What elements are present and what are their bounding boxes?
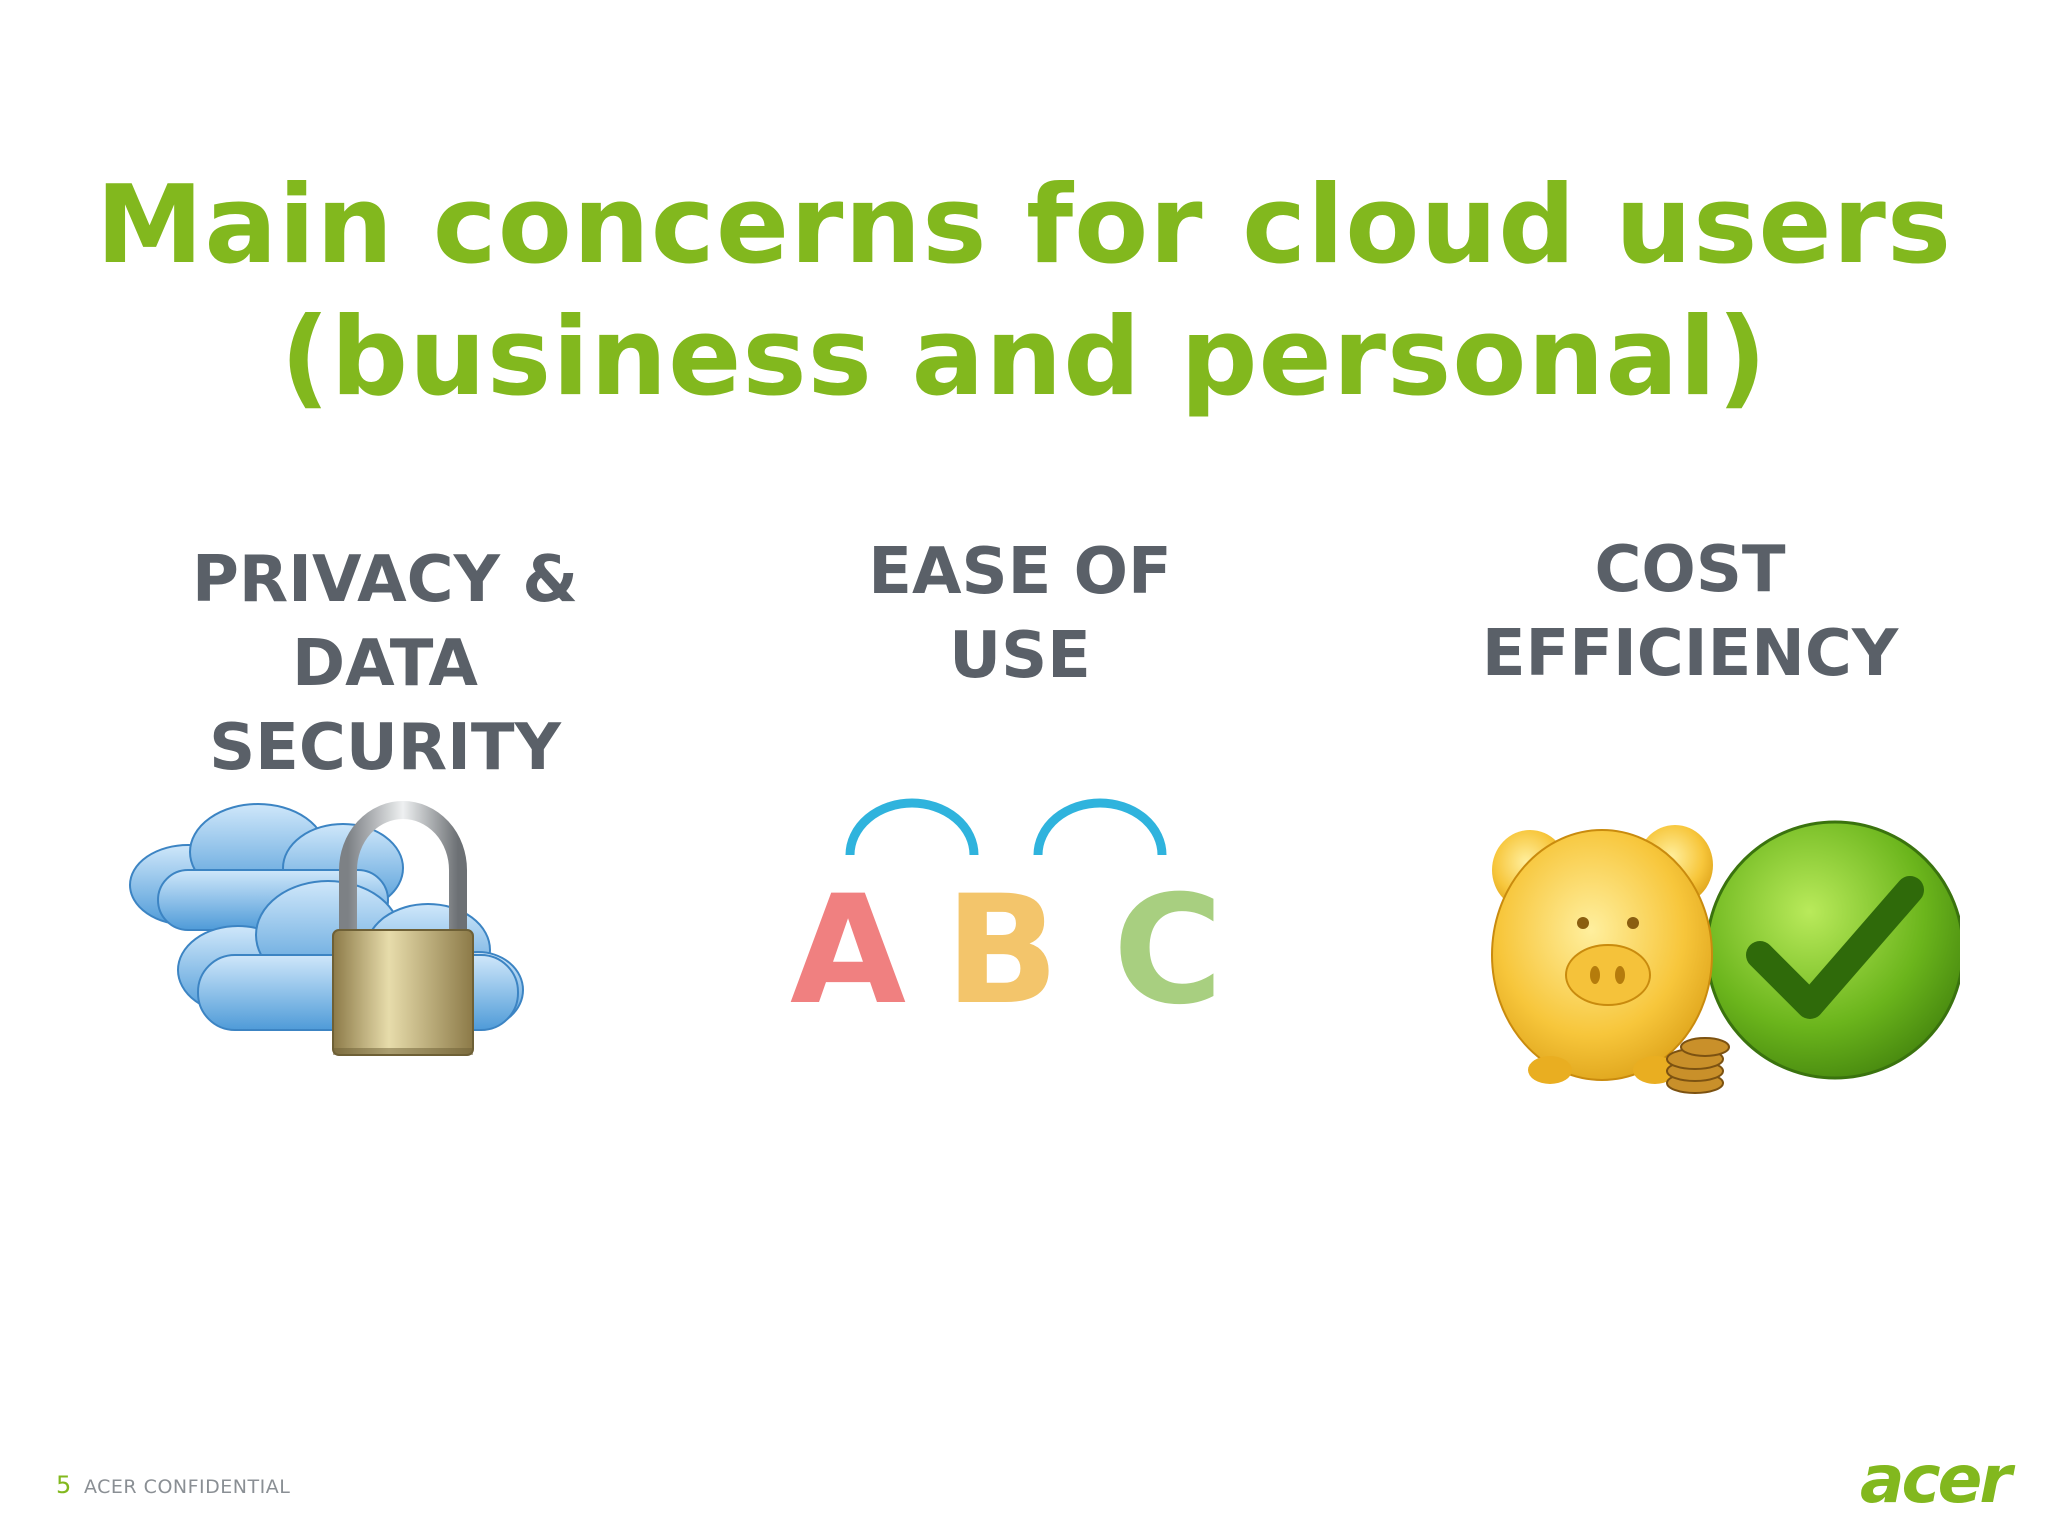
concern-cost-heading: COST EFFICIENCY	[1400, 528, 1980, 696]
concern-privacy-line-1: PRIVACY &	[191, 543, 579, 617]
title-line-2: (business and personal)	[280, 295, 1768, 420]
footer-page-number: 5	[56, 1471, 72, 1499]
letter-b: B	[945, 864, 1059, 1020]
letter-c: C	[1113, 864, 1223, 1020]
cloud-padlock-icon	[129, 801, 524, 1056]
concern-privacy-line-2: DATA SECURITY	[209, 627, 561, 785]
slide-title: Main concerns for cloud users (business …	[0, 160, 2048, 424]
concern-ease-line-1: EASE OF USE	[868, 535, 1172, 693]
concern-ease-heading: EASE OF USE	[790, 530, 1250, 698]
piggy-bank-checkmark-icon	[1491, 820, 1960, 1094]
acer-logo: acer	[1860, 1441, 2012, 1518]
title-line-1: Main concerns for cloud users	[95, 163, 1953, 288]
letter-a: A	[790, 864, 906, 1020]
footer-confidential-label: ACER CONFIDENTIAL	[84, 1476, 291, 1498]
concern-privacy-heading: PRIVACY & DATA SECURITY	[110, 538, 660, 790]
concern-cost-line-1: COST EFFICIENCY	[1481, 533, 1899, 691]
abc-letters-icon: A B C	[790, 798, 1223, 1020]
